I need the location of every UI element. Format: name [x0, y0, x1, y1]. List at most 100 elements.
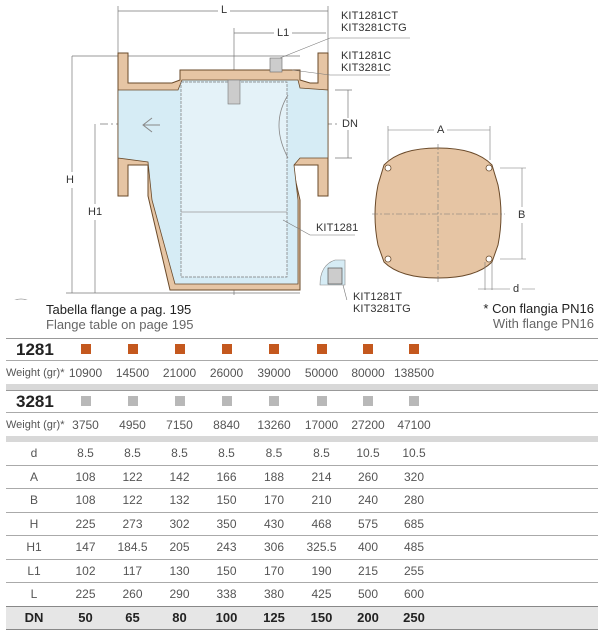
- dim-DN-label: DN: [340, 118, 360, 130]
- callout-kit-t: KIT1281T KIT3281TG: [353, 291, 411, 315]
- dim-row-B: B 108 122 132 150 170 210 240 280: [6, 488, 598, 512]
- callout-kit3281ctg: KIT3281CTG: [341, 22, 407, 34]
- cell: 575: [345, 511, 391, 536]
- callout-kit1281c: KIT1281C: [341, 50, 392, 62]
- row-label: H1: [6, 535, 62, 559]
- cell: 8.5: [313, 446, 330, 461]
- cell: 400: [345, 535, 391, 559]
- flange-table-icon: [14, 298, 28, 300]
- dim-row-L1: L1 102 117 130 150 170 190 215 255: [6, 558, 598, 583]
- cell: 500: [345, 582, 391, 606]
- cell: 350: [203, 511, 250, 536]
- dn-cell: 50: [62, 605, 109, 630]
- filter-section-drawing: [14, 6, 535, 300]
- cell: 214: [298, 464, 345, 489]
- color-swatch-icon: [409, 395, 419, 406]
- dim-A-label: A: [434, 124, 448, 136]
- dim-H-label: H: [66, 172, 74, 188]
- model-code: 3281: [6, 390, 62, 413]
- cell: 108: [62, 464, 109, 489]
- flange-table-note: Tabella flange a pag. 195 Flange table o…: [46, 302, 193, 332]
- weight-1281-row: Weight (gr)* 10900 14500 21000 26000 390…: [6, 360, 598, 384]
- cell: 380: [250, 582, 298, 606]
- weight-cell: 8840: [203, 412, 250, 436]
- cell: 102: [62, 558, 109, 583]
- cell: 280: [391, 488, 437, 512]
- cell: 8.5: [171, 446, 188, 461]
- color-swatch-icon: [316, 395, 327, 406]
- cell: 130: [156, 558, 203, 583]
- row-label: A: [6, 464, 62, 489]
- weight-cell: 4950: [109, 412, 156, 436]
- color-swatch-icon: [269, 343, 279, 354]
- cell: 290: [156, 582, 203, 606]
- callout-kit1281ct: KIT1281CT: [341, 10, 399, 22]
- weight-label: Weight (gr)*: [6, 360, 64, 384]
- pn16-note-italian: * Con flangia PN16: [483, 301, 594, 316]
- dn-cell: 150: [298, 605, 345, 630]
- dim-L-label: L: [218, 4, 231, 16]
- cell: 122: [109, 488, 156, 512]
- filter-body-icon: [117, 52, 329, 291]
- cell: 8.5: [218, 446, 235, 461]
- callout-kit3281c: KIT3281C: [341, 62, 392, 74]
- cell: 8.5: [124, 446, 141, 461]
- cell: 147: [62, 535, 109, 559]
- cell: 8.5: [265, 446, 283, 461]
- cell: 215: [345, 558, 391, 583]
- section-divider: [6, 436, 598, 442]
- dn-cell: 250: [391, 605, 437, 630]
- color-swatch-icon: [409, 343, 419, 354]
- flange-note-english: Flange table on page 195: [46, 317, 194, 332]
- cell: 10.5: [402, 446, 426, 461]
- dn-cell: 100: [203, 605, 250, 630]
- cell: 132: [156, 488, 203, 512]
- cell: 108: [62, 488, 109, 512]
- cell: 142: [156, 464, 203, 489]
- cell: 255: [391, 558, 437, 583]
- color-swatch-icon: [221, 395, 232, 406]
- weight-cell: 13260: [250, 412, 298, 436]
- weight-cell: 7150: [156, 412, 203, 436]
- weight-3281-row: Weight (gr)* 3750 4950 7150 8840 13260 1…: [6, 412, 598, 436]
- cell: 205: [156, 535, 203, 559]
- weight-cell: 10900: [62, 360, 109, 384]
- row-label: H: [6, 511, 62, 536]
- cell: 600: [391, 582, 437, 606]
- dim-row-H: H 225 273 302 350 430 468 575 685: [6, 511, 598, 536]
- cell: 117: [109, 558, 156, 583]
- color-swatch-icon: [316, 343, 327, 354]
- color-swatch-icon: [127, 395, 138, 406]
- cell: 170: [250, 488, 298, 512]
- weight-cell: 50000: [298, 360, 345, 384]
- callout-kit3281tg: KIT3281TG: [353, 303, 411, 315]
- model-3281-row: 3281: [6, 390, 598, 413]
- dn-cell: 125: [250, 605, 298, 630]
- dim-L1-label: L1: [274, 27, 293, 39]
- cell: 150: [203, 488, 250, 512]
- dim-row-A: A 108 122 142 166 188 214 260 320: [6, 464, 598, 489]
- flange-face-icon: [372, 144, 505, 284]
- cell: 166: [203, 464, 250, 489]
- dimensions-table: 1281 Weight (gr)* 10900 14500 21000 2600…: [6, 338, 598, 630]
- row-label: d: [30, 446, 38, 461]
- cell: 485: [391, 535, 437, 559]
- color-swatch-icon: [80, 395, 91, 406]
- color-swatch-icon: [174, 343, 185, 354]
- cell: 122: [109, 464, 156, 489]
- callout-kit1281: KIT1281: [316, 222, 359, 234]
- cell: 685: [391, 511, 437, 536]
- row-label: L: [6, 582, 62, 606]
- cell: 243: [203, 535, 250, 559]
- cell: 240: [345, 488, 391, 512]
- cell: 273: [109, 511, 156, 536]
- color-swatch-icon: [174, 395, 185, 406]
- section-divider: [6, 384, 598, 391]
- cell: 10.5: [356, 446, 380, 461]
- row-label: B: [6, 488, 62, 512]
- color-swatch-icon: [80, 343, 91, 354]
- cell: 260: [345, 464, 391, 489]
- color-swatch-icon: [127, 343, 138, 354]
- cell: 468: [298, 511, 345, 536]
- cell: 210: [298, 488, 345, 512]
